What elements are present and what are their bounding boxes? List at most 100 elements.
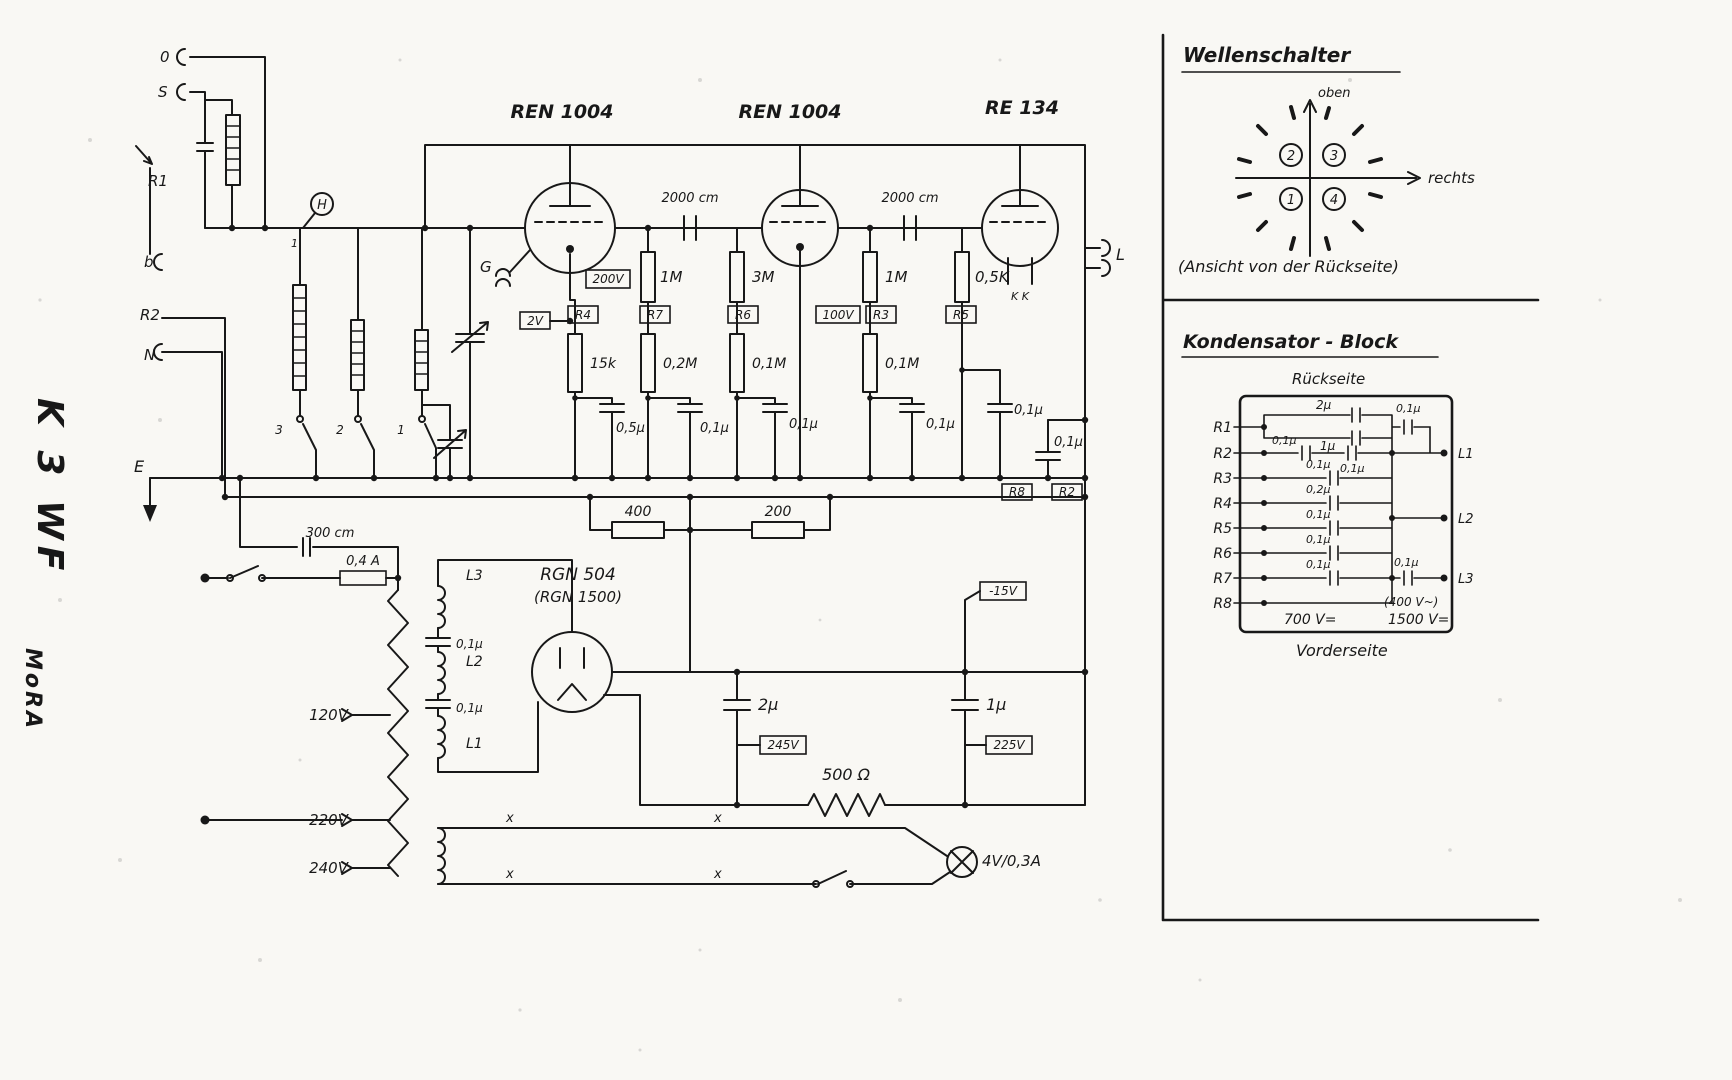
value-cap-01u-c: 0,1µ [926, 417, 955, 432]
switch-contact-ticks [1237, 105, 1383, 251]
resistor-05k [954, 251, 970, 303]
wires-tuning [196, 114, 489, 479]
panel-switch-caption: (Ansicht von der Rückseite) [1178, 257, 1399, 276]
panel-block-back: Rückseite [1292, 370, 1365, 388]
box-r3: R3 [873, 308, 889, 322]
winding-l3: L3 [466, 568, 483, 584]
block-cap-02u-r4: 0,2µ [1306, 483, 1331, 496]
resistor-200 [751, 521, 805, 539]
value-lamp: 4V/0,3A [982, 852, 1041, 870]
block-cap-01u-r3: 0,1µ [1306, 458, 1331, 471]
coupling-cap-1: 2000 cm [661, 191, 718, 206]
heater-x-3: x [713, 811, 722, 826]
dial-lamp [946, 846, 978, 878]
value-2u: 2µ [758, 695, 778, 714]
ground-symbol [143, 505, 157, 522]
block-400v: (400 V~) [1384, 595, 1438, 609]
block-700v: 700 V= [1284, 612, 1336, 628]
terminal-g: G [480, 258, 492, 276]
label-tube-v2: REN 1004 [738, 101, 841, 123]
block-row-r3: R3 [1213, 471, 1232, 487]
value-1m-a: 1M [660, 268, 683, 286]
tube-re134 [981, 189, 1059, 267]
winding-l1: L1 [466, 736, 483, 752]
kondensator-block-diagram [1181, 356, 1454, 634]
resistor-500-ohm [807, 793, 886, 817]
value-1u: 1µ [986, 695, 1006, 714]
value-300cm: 300 cm [306, 526, 355, 541]
band-contact-1: 1 [397, 423, 405, 437]
wires-mid-divider [589, 496, 831, 673]
resistor-3m [729, 251, 745, 303]
tuning-coil-3 [414, 329, 429, 391]
block-row-r4: R4 [1213, 496, 1232, 512]
label-rectifier: RGN 504 [540, 565, 616, 585]
box-245v: 245V [767, 738, 799, 752]
box-r7: R7 [647, 308, 663, 322]
label-tube-v3: RE 134 [985, 97, 1059, 119]
panel-switch-right: rechts [1428, 169, 1475, 187]
band-tap: 1 [291, 237, 298, 250]
wires-power [200, 477, 1086, 885]
block-cap-01u-r6: 0,1µ [1306, 533, 1331, 546]
block-row-r2: R2 [1213, 446, 1232, 462]
quadrant-4: 4 [1330, 193, 1338, 208]
terminal-n: N [144, 346, 155, 364]
value-200: 200 [765, 504, 792, 520]
heater-x-2: x [505, 867, 514, 882]
value-02m: 0,2M [663, 356, 697, 372]
panel-divider-lines [1161, 33, 1540, 922]
box-2v: 2V [527, 314, 544, 328]
value-cap-01u-e: 0,1µ [1054, 435, 1083, 450]
block-l3: L3 [1458, 572, 1474, 587]
block-cap-01u-r2a: 0,1µ [1272, 434, 1297, 447]
tap-240v: 240V [309, 859, 350, 877]
wellenschalter-diagram [1181, 71, 1421, 257]
value-400: 400 [625, 504, 652, 520]
resistor-400 [611, 521, 665, 539]
block-row-r6: R6 [1213, 546, 1232, 562]
box-r5: R5 [953, 308, 969, 322]
wires-antenna [135, 48, 1111, 522]
box-r6: R6 [735, 308, 751, 322]
value-01m-a: 0,1M [752, 356, 786, 372]
block-cap-1u: 1µ [1320, 439, 1336, 453]
heater-x-4: x [713, 867, 722, 882]
band-contact-2: 2 [336, 423, 344, 437]
tubes [495, 182, 1059, 713]
resistor-02m [640, 333, 656, 393]
switch-hub-label: H [317, 198, 327, 213]
block-row-r5: R5 [1213, 521, 1232, 537]
value-05k: 0,5K [975, 268, 1010, 286]
value-cap-01u-b: 0,1µ [789, 417, 818, 432]
box-neg15v: -15V [989, 584, 1018, 598]
terminal-0: 0 [160, 48, 170, 66]
panel-block-front: Vorderseite [1296, 641, 1388, 660]
box-r4: R4 [575, 308, 591, 322]
terminal-r2: R2 [140, 306, 160, 324]
wires-buses [149, 477, 1086, 498]
terminal-r1: R1 [148, 172, 168, 190]
resistor-01m-a [729, 333, 745, 393]
terminal-b: b [144, 253, 154, 271]
quadrant-1: 1 [1287, 193, 1295, 208]
quadrant-3: 3 [1330, 149, 1338, 164]
value-cap-l2: 0,1µ [456, 701, 483, 715]
value-15k: 15k [590, 356, 617, 372]
box-r2: R2 [1059, 485, 1075, 499]
paper-speckles [38, 58, 1682, 1052]
resistor-15k [567, 333, 583, 393]
value-01m-b: 0,1M [885, 356, 919, 372]
wires-heater [437, 827, 978, 888]
band-switch-hub [310, 192, 334, 216]
block-cap-01u-r7: 0,1µ [1306, 558, 1331, 571]
block-cap-01u-r2b: 0,1µ [1340, 462, 1365, 475]
block-1500v: 1500 V= [1388, 612, 1449, 628]
label-rectifier-alt: (RGN 1500) [534, 588, 622, 606]
labels: K 3 WF MoRA REN 1004 REN 1004 RE 134 RGN… [20, 43, 1475, 882]
terminal-e: E [134, 457, 145, 476]
transformer-primary [387, 589, 409, 877]
tap-120v: 120V [309, 706, 350, 724]
value-1m-b: 1M [885, 268, 908, 286]
